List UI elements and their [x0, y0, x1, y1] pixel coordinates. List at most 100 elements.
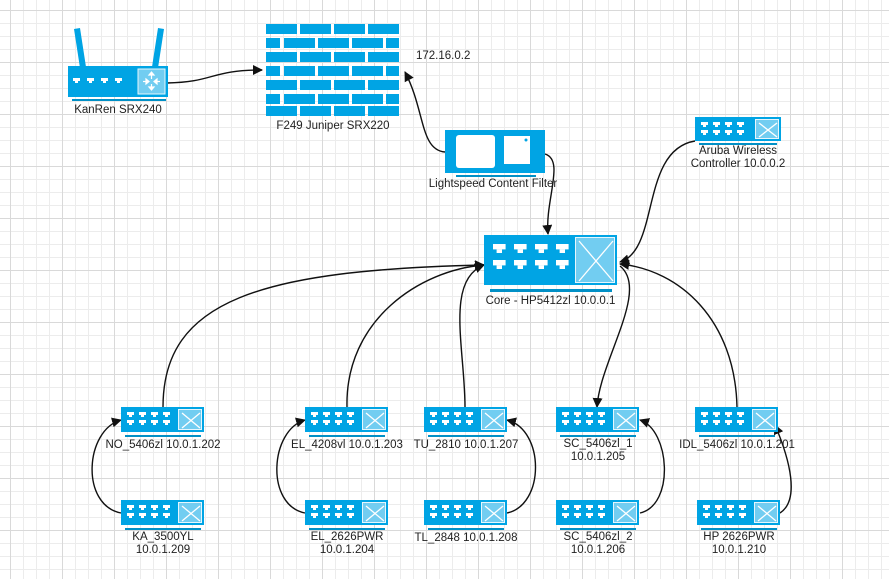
- switch-icon: [695, 117, 781, 141]
- router-icon: [68, 28, 168, 101]
- node-no-switch[interactable]: NO_5406zl 10.0.1.202: [105, 407, 221, 457]
- ports-icon: [311, 505, 354, 518]
- ports-icon: [703, 505, 746, 518]
- switch-icon: [697, 500, 780, 525]
- wire-hp-idl[interactable]: [773, 424, 792, 514]
- crossbar-icon: [362, 502, 386, 523]
- wire-ka-no[interactable]: [91, 417, 122, 514]
- aruba-label: Aruba Wireless Controller 10.0.0.2: [680, 145, 796, 171]
- wire-el2626-el4208[interactable]: [276, 417, 306, 514]
- wire-tu-core[interactable]: [459, 263, 485, 408]
- aruba-underline: [699, 143, 777, 145]
- ports-icon: [430, 412, 473, 425]
- crossbar-icon: [481, 502, 505, 523]
- ports-icon: [430, 505, 473, 518]
- node-sc1-switch[interactable]: SC_5406zl_1 10.0.1.205: [556, 407, 640, 467]
- ka-label-line1: KA_3500YL: [132, 531, 194, 543]
- wire-lightspeed-juniper[interactable]: [404, 71, 446, 153]
- crossbar-icon: [752, 409, 776, 430]
- tl-underline: [428, 528, 504, 530]
- ka-underline: [125, 528, 201, 530]
- core-underline: [490, 289, 612, 292]
- firewall-icon: [266, 24, 399, 104]
- wire-idl-core[interactable]: [619, 259, 738, 408]
- sc2-label-line2: 10.0.1.206: [570, 544, 626, 556]
- ports-icon: [562, 412, 605, 425]
- el4208-label: EL_4208vl 10.0.1.203: [291, 439, 403, 451]
- crossbar-icon: [755, 119, 779, 139]
- tu-underline: [428, 435, 504, 437]
- node-lightspeed-filter[interactable]: Lightspeed Content Filter: [429, 130, 557, 195]
- hp-label: HP 2626PWR 10.0.1.210: [687, 531, 791, 557]
- node-kanren-router[interactable]: KanRen SRX240: [68, 25, 168, 120]
- node-sc2-switch[interactable]: SC_5406zl_2 10.0.1.206: [556, 500, 640, 560]
- el2626-label-line2: 10.0.1.204: [319, 544, 375, 556]
- switch-icon: [556, 500, 639, 525]
- no-label: NO_5406zl 10.0.1.202: [105, 439, 221, 451]
- crossbar-icon: [178, 409, 202, 430]
- lightspeed-label: Lightspeed Content Filter: [428, 178, 558, 190]
- node-juniper-firewall[interactable]: F249 Juniper SRX220: [266, 24, 400, 134]
- crossbar-icon: [575, 237, 615, 283]
- wire-tl-tu[interactable]: [506, 417, 537, 514]
- sc1-label-line1: SC_5406zl_1: [563, 438, 633, 450]
- ports-icon: [562, 505, 605, 518]
- kanren-label: KanRen SRX240: [74, 104, 162, 116]
- el2626-label-line1: EL_2626PWR: [310, 531, 384, 543]
- node-idl-switch[interactable]: IDL_5406zl 10.0.1.201: [679, 407, 795, 457]
- hp-label-line1: HP 2626PWR: [703, 531, 775, 543]
- juniper-label: F249 Juniper SRX220: [276, 120, 390, 132]
- node-el4208-switch[interactable]: EL_4208vl 10.0.1.203: [291, 407, 403, 457]
- tl-label: TL_2848 10.0.1.208: [414, 532, 518, 544]
- idl-underline: [699, 435, 775, 437]
- crossbar-icon: [481, 409, 505, 430]
- wire-core-sc1[interactable]: [592, 265, 631, 408]
- switch-icon: [424, 407, 507, 432]
- sc1-label: SC_5406zl_1 10.0.1.205: [546, 438, 650, 464]
- aruba-label-line2: Controller 10.0.0.2: [690, 158, 786, 170]
- wire-sc2-sc1[interactable]: [639, 418, 666, 514]
- crossbar-icon: [178, 502, 202, 523]
- switch-icon: [424, 500, 507, 525]
- el2626-underline: [309, 528, 385, 530]
- wire-no-core[interactable]: [162, 260, 485, 408]
- switch-icon: [305, 407, 388, 432]
- ports-icon: [701, 412, 744, 425]
- node-el2626-switch[interactable]: EL_2626PWR 10.0.1.204: [305, 500, 389, 560]
- switch-icon: [121, 500, 204, 525]
- server-appliance-icon: [445, 130, 545, 173]
- ports-icon: [127, 505, 170, 518]
- node-aruba-controller[interactable]: Aruba Wireless Controller 10.0.0.2: [691, 117, 785, 177]
- firewall-base: [266, 106, 399, 116]
- lightspeed-underline: [456, 175, 536, 177]
- hp-label-line2: 10.0.1.210: [711, 544, 767, 556]
- switch-icon: [305, 500, 388, 525]
- node-tu-switch[interactable]: TU_2810 10.0.1.207: [414, 407, 518, 457]
- node-hp-switch[interactable]: HP 2626PWR 10.0.1.210: [697, 500, 781, 560]
- no-underline: [125, 435, 201, 437]
- aruba-label-line1: Aruba Wireless: [699, 145, 777, 157]
- hp-underline: [701, 528, 777, 530]
- ka-label-line2: 10.0.1.209: [135, 544, 191, 556]
- crossbar-icon: [754, 502, 778, 523]
- wire-aruba-core[interactable]: [619, 140, 696, 265]
- crossbar-icon: [362, 409, 386, 430]
- wire-el4208-core[interactable]: [346, 260, 485, 408]
- sc2-label: SC_5406zl_2 10.0.1.206: [546, 531, 650, 557]
- sc1-underline: [560, 435, 636, 437]
- switch-icon: [695, 407, 778, 432]
- sc2-label-line1: SC_5406zl_2: [563, 531, 633, 543]
- wire-lightspeed-core[interactable]: [542, 153, 555, 235]
- ports-icon: [701, 122, 744, 135]
- el4208-underline: [309, 435, 385, 437]
- switch-icon: [484, 235, 617, 285]
- switch-icon: [121, 407, 204, 432]
- node-tl-switch[interactable]: TL_2848 10.0.1.208: [415, 500, 517, 550]
- wire-kanren-juniper[interactable]: [166, 65, 263, 84]
- node-ka-switch[interactable]: KA_3500YL 10.0.1.209: [121, 500, 205, 560]
- ports-icon: [493, 244, 569, 269]
- node-core-switch[interactable]: Core - HP5412zl 10.0.0.1: [484, 235, 624, 307]
- core-label: Core - HP5412zl 10.0.0.1: [485, 295, 616, 307]
- ports-icon: [311, 412, 354, 425]
- crossbar-icon: [613, 409, 637, 430]
